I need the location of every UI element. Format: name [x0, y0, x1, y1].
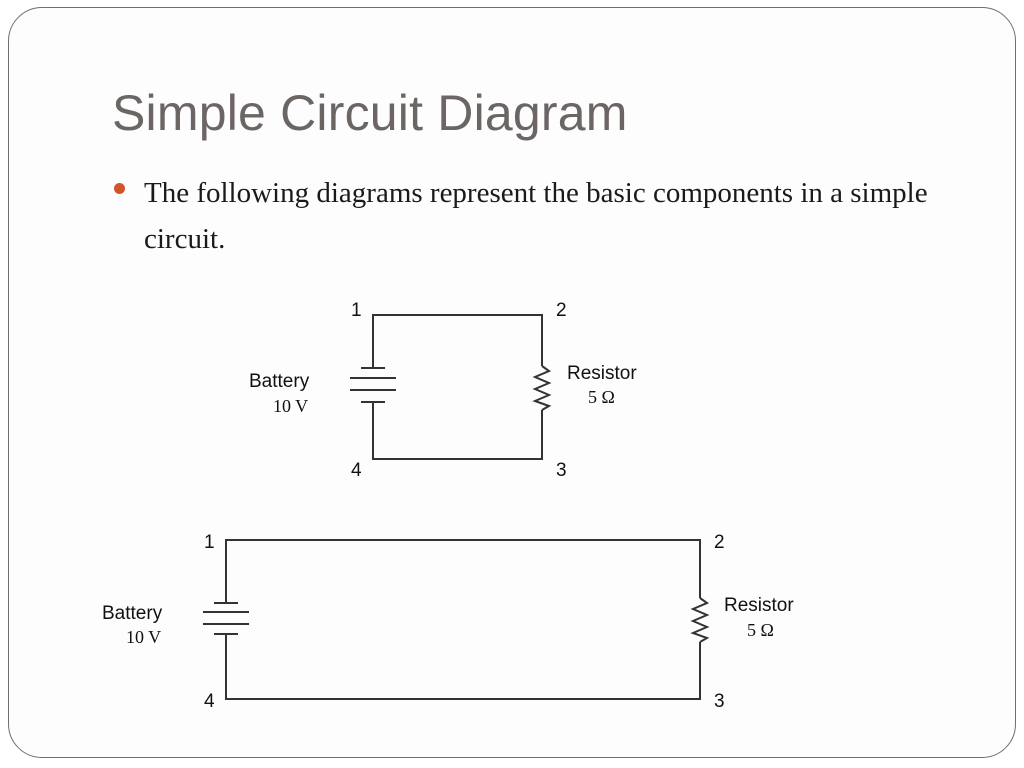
- slide-title: Simple Circuit Diagram: [112, 85, 628, 141]
- node-1-label: 1: [204, 532, 215, 553]
- bullet-text: The following diagrams represent the bas…: [144, 177, 928, 255]
- slide-frame: [8, 7, 1016, 758]
- battery-value: 10 V: [273, 396, 308, 416]
- wire-bottom: [372, 402, 543, 460]
- battery-symbol: [203, 602, 249, 635]
- node-4-label: 4: [351, 460, 362, 481]
- node-3-label: 3: [556, 460, 567, 481]
- battery-label: Battery: [102, 603, 163, 624]
- battery-value: 10 V: [126, 627, 161, 647]
- node-1-label: 1: [351, 300, 362, 321]
- resistor-value: 5 Ω: [747, 620, 774, 640]
- node-3-label: 3: [714, 691, 725, 712]
- resistor-symbol: [532, 365, 552, 411]
- wire-bottom: [225, 634, 701, 700]
- wire-top: [225, 539, 701, 603]
- circuit-diagram-small: 1 2 3 4 Battery 10 V Resistor 5 Ω: [249, 300, 637, 481]
- resistor-label: Resistor: [724, 595, 794, 616]
- node-4-label: 4: [204, 691, 215, 712]
- bullet-item: The following diagrams represent the bas…: [112, 170, 972, 262]
- resistor-symbol: [690, 597, 710, 643]
- circuit-diagram-large: 1 2 3 4 Battery 10 V Resistor 5 Ω: [102, 532, 794, 712]
- node-2-label: 2: [556, 300, 567, 321]
- resistor-label: Resistor: [567, 363, 637, 384]
- node-2-label: 2: [714, 532, 725, 553]
- resistor-value: 5 Ω: [588, 387, 615, 407]
- wire-top: [372, 314, 543, 368]
- battery-symbol: [350, 367, 396, 403]
- battery-label: Battery: [249, 371, 310, 392]
- bullet-marker: [114, 183, 125, 194]
